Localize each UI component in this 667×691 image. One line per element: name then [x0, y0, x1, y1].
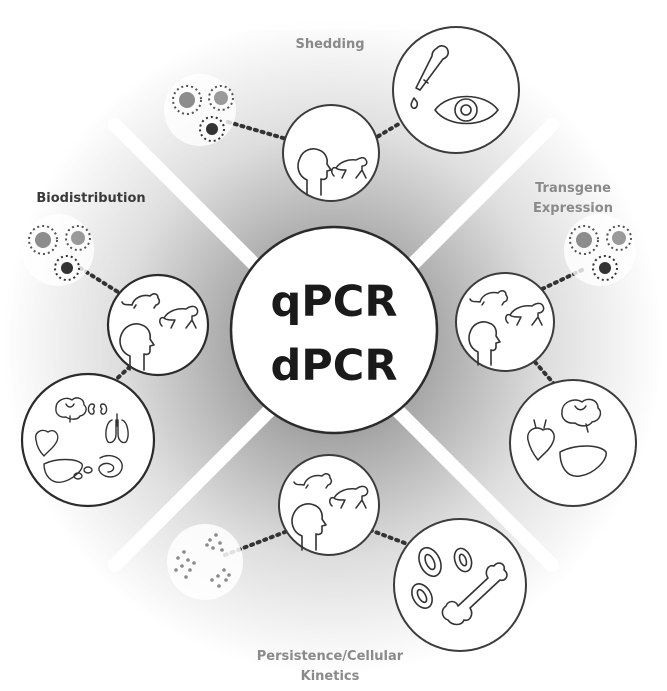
center-label-qpcr: qPCR — [271, 277, 398, 327]
mouse-icon — [469, 290, 509, 306]
label-persistence-line2: Kinetics — [301, 669, 360, 684]
human-head-icon — [291, 503, 327, 551]
label-persistence-line1: Persistence/Cellular — [257, 649, 404, 664]
label-transgene-line2: Expression — [533, 201, 613, 216]
organs-icon — [527, 398, 607, 477]
mouse-icon — [293, 473, 333, 489]
monkey-icon — [505, 302, 545, 326]
samples-shedding — [164, 74, 236, 146]
center-circle: qPCR dPCR — [229, 225, 439, 435]
detail-circle-persistence — [393, 518, 527, 652]
organs-icon — [34, 397, 129, 483]
species-circle-transgene — [455, 272, 555, 372]
human-head-icon — [119, 323, 155, 371]
detail-circle-shedding — [392, 26, 520, 154]
label-biodistribution: Biodistribution — [36, 191, 145, 206]
mouse-icon — [121, 293, 161, 309]
eye-icon — [434, 95, 499, 125]
detail-circle-biodistribution — [20, 372, 156, 508]
cells-bone-icon — [411, 546, 508, 626]
species-circle-biodistribution — [106, 273, 210, 377]
species-circle-shedding — [282, 104, 380, 202]
eye-dropper-icon — [410, 45, 449, 109]
center-label-dpcr: dPCR — [271, 341, 398, 391]
detail-circle-transgene — [509, 379, 637, 507]
samples-persistence — [167, 524, 243, 600]
samples-transgene — [564, 214, 636, 286]
label-shedding: Shedding — [295, 37, 364, 52]
human-head-icon — [297, 148, 332, 196]
label-transgene-line1: Transgene — [535, 181, 611, 196]
edge-fade — [0, 0, 667, 30]
human-head-icon — [468, 321, 501, 366]
monkey-icon — [329, 485, 369, 509]
samples-biodistribution — [22, 214, 94, 286]
species-circle-persistence — [278, 454, 380, 556]
monkey-icon — [159, 305, 199, 329]
monkey-icon — [331, 156, 368, 179]
